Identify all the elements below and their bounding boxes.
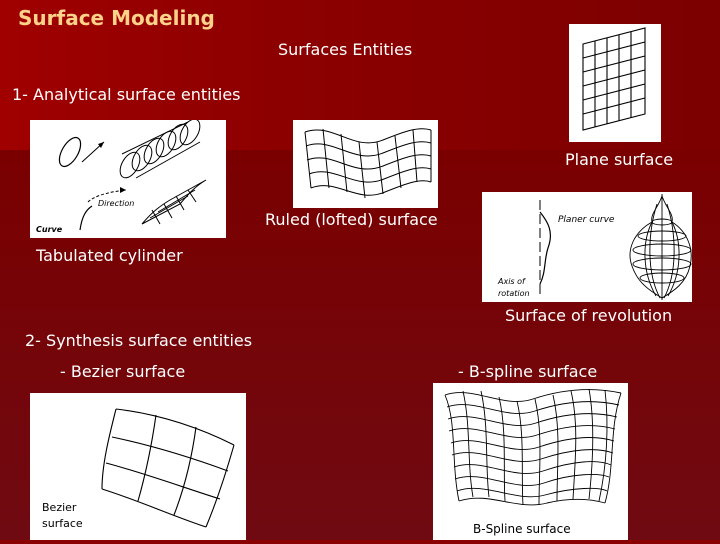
bezier-surface-drawing: Bezier surface — [42, 408, 235, 530]
bezier-surface-figure: Bezier surface — [30, 393, 246, 540]
caption-bspline: - B-spline surface — [458, 362, 598, 381]
direction-label: Direction — [98, 199, 134, 208]
slide-subtitle: Surfaces Entities — [278, 40, 413, 59]
caption-bezier: - Bezier surface — [60, 362, 186, 381]
ruled-surface-figure — [293, 120, 438, 208]
bspline-surface-figure: B-Spline surface — [433, 383, 628, 540]
revolution-surface-figure: Planer curve Axis of rotation — [482, 192, 692, 302]
revolution-surface-drawing: Planer curve Axis of rotation — [497, 194, 692, 300]
section-synthesis: 2- Synthesis surface entities — [25, 331, 253, 350]
section-analytical: 1- Analytical surface entities — [12, 85, 241, 104]
tabulated-cylinder-drawing: Direction Curve — [36, 118, 207, 234]
caption-revolution: Surface of revolution — [505, 306, 673, 325]
slide-title: Surface Modeling — [18, 6, 215, 30]
caption-tabulated: Tabulated cylinder — [36, 246, 183, 265]
plane-surface-drawing — [582, 27, 646, 131]
tabulated-cylinder-figure: Direction Curve — [30, 118, 226, 238]
rotation-label: rotation — [498, 289, 530, 298]
bspline-figure-label: B-Spline surface — [473, 522, 571, 536]
planer-curve-label: Planer curve — [558, 215, 615, 225]
bezier-figure-label-1: Bezier — [42, 501, 77, 514]
caption-plane: Plane surface — [565, 150, 674, 169]
caption-ruled: Ruled (lofted) surface — [265, 210, 438, 229]
curve-label: Curve — [36, 225, 63, 234]
plane-surface-figure — [569, 24, 661, 142]
axis-of-label: Axis of — [497, 277, 526, 286]
bspline-surface-drawing: B-Spline surface — [444, 388, 622, 536]
ruled-surface-drawing — [304, 128, 432, 199]
bezier-figure-label-2: surface — [42, 517, 83, 530]
